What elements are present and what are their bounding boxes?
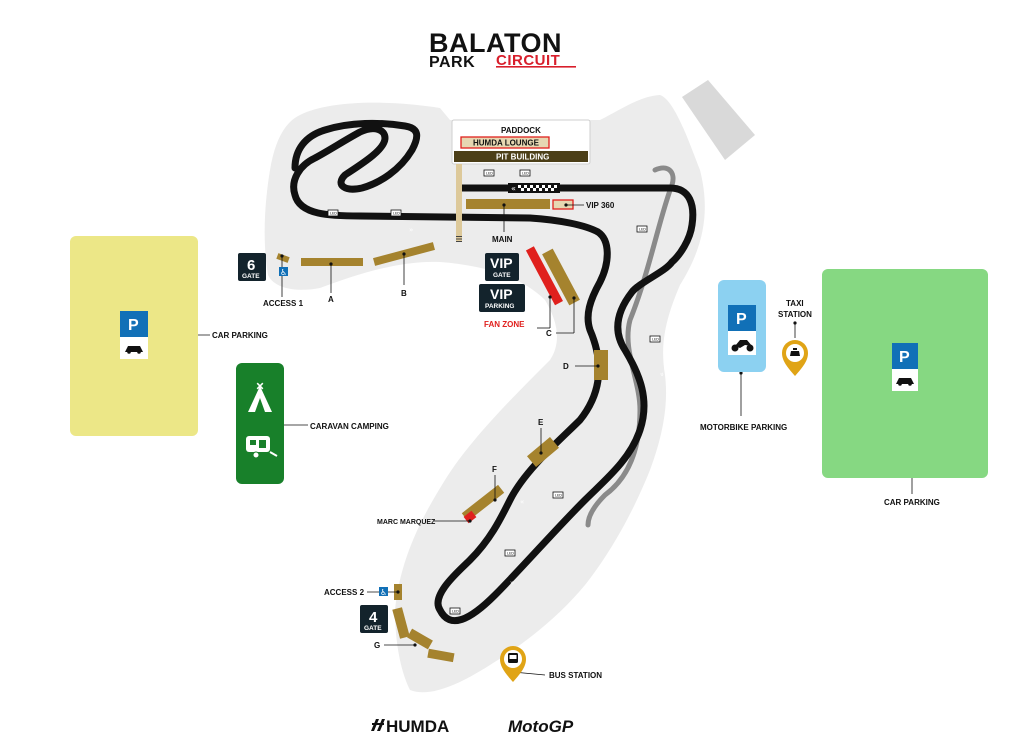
venue-area	[264, 95, 705, 693]
logo-line-1: BALATON	[429, 28, 562, 58]
led-screen: LED	[639, 228, 646, 232]
fan-zone-label: FAN ZONE	[484, 320, 525, 329]
car-parking-left-label: CAR PARKING	[212, 331, 268, 340]
svg-text:♿: ♿	[380, 588, 387, 597]
car-icon	[896, 378, 914, 386]
logo-line-2a: PARK	[429, 54, 475, 71]
stand-e-label: E	[538, 418, 544, 427]
grandstand-e[interactable]	[527, 436, 559, 468]
race-track	[290, 119, 697, 625]
led-screen: LED	[652, 338, 659, 342]
grandstand-g-2[interactable]	[407, 628, 433, 650]
caravan-camping-zone[interactable]	[236, 363, 284, 484]
car-parking-left-zone[interactable]: P	[70, 236, 198, 436]
stairs-icon	[456, 236, 462, 242]
marc-marquez-label: MARC MARQUEZ	[377, 519, 436, 526]
taxi-label-line2: STATION	[778, 310, 812, 319]
gate-6-badge[interactable]: 6 GATE	[238, 253, 266, 281]
balaton-park-logo: BALATON PARK CIRCUIT	[429, 28, 576, 71]
start-finish-line: «	[508, 183, 560, 193]
grandstand-g-1[interactable]	[392, 607, 410, 639]
grandstands	[276, 199, 608, 663]
vip-parking-big: VIP	[490, 286, 513, 302]
motorbike-parking-zone[interactable]: P	[718, 280, 766, 372]
access-2-label: ACCESS 2	[324, 588, 365, 597]
car-parking-right-label: CAR PARKING	[884, 498, 940, 507]
stand-c-label: C	[546, 329, 552, 338]
caravan-icon	[246, 436, 278, 459]
gate-4-number: 4	[369, 609, 378, 626]
vip-parking-badge[interactable]: VIP PARKING	[479, 284, 525, 312]
building-area	[682, 80, 755, 160]
wheelchair-icon: ♿	[279, 267, 288, 277]
humda-logo: HUMDA	[371, 717, 449, 736]
chevron-icon: «	[520, 498, 524, 506]
vip-gate-badge[interactable]: VIP GATE	[485, 253, 519, 281]
chevron-icon: «	[511, 184, 516, 193]
stand-a-label: A	[328, 295, 334, 304]
motorbike-icon	[731, 340, 754, 352]
motorbike-parking-label: MOTORBIKE PARKING	[700, 423, 787, 432]
motogp-logo-text: MotoGP	[508, 717, 574, 736]
vip-360-box[interactable]	[552, 199, 574, 210]
main-label: MAIN	[492, 235, 513, 244]
vip-gate-big: VIP	[490, 255, 513, 271]
chevron-icon: »	[409, 226, 413, 234]
access-1-stand[interactable]	[276, 253, 290, 263]
p-sign-motorbike: P	[736, 311, 747, 328]
wheelchair-icon: ♿	[379, 587, 388, 597]
humda-logo-text: HUMDA	[386, 717, 449, 736]
chevron-icon: »	[510, 579, 514, 587]
stand-b-label: B	[401, 289, 407, 298]
pit-building-label: PIT BUILDING	[496, 153, 549, 162]
gate-6-word: GATE	[242, 273, 260, 280]
grandstand-d[interactable]	[594, 350, 608, 380]
svg-text:♿: ♿	[280, 268, 287, 277]
led-screen: LED	[507, 552, 514, 556]
marc-marquez-stand[interactable]	[463, 510, 477, 524]
led-screen: LED	[452, 610, 459, 614]
p-sign-left: P	[128, 317, 139, 334]
humda-lounge-label: HUMDA LOUNGE	[473, 139, 540, 148]
caravan-camping-label: CARAVAN CAMPING	[310, 422, 389, 431]
tent-icon	[248, 382, 272, 412]
stand-d-label: D	[563, 362, 569, 371]
bus-station-label: BUS STATION	[549, 671, 602, 680]
gate-4-word: GATE	[364, 625, 382, 632]
gate-6-number: 6	[247, 257, 255, 274]
car-icon	[125, 346, 143, 354]
led-screen: LED	[393, 212, 400, 216]
led-screens: LED LED LED LED LED LED LED LED LED	[327, 169, 661, 615]
grandstand-c[interactable]	[542, 248, 580, 306]
vip-gate-small: GATE	[493, 272, 511, 279]
led-screen: LED	[555, 494, 562, 498]
grandstand-g-3[interactable]	[427, 648, 455, 663]
vip-parking-small: PARKING	[485, 303, 515, 310]
paddock-title: PADDOCK	[501, 126, 541, 135]
taxi-icon[interactable]	[782, 340, 808, 376]
logo-line-2b: CIRCUIT	[496, 52, 560, 69]
paddock-walkway	[456, 164, 462, 242]
led-screen: LED	[330, 212, 337, 216]
grandstand-main[interactable]	[466, 199, 550, 209]
car-parking-right-zone[interactable]: P	[822, 269, 988, 478]
paddock-box[interactable]: PADDOCK HUMDA LOUNGE PIT BUILDING	[451, 119, 591, 165]
bus-icon[interactable]	[500, 646, 526, 682]
grandstand-a[interactable]	[301, 258, 363, 266]
p-sign-right: P	[899, 349, 910, 366]
gate-4-badge[interactable]: 4 GATE	[360, 605, 388, 633]
chevron-icon: »	[658, 372, 667, 378]
taxi-label-line1: TAXI	[786, 299, 804, 308]
stand-g-label: G	[374, 641, 380, 650]
stand-f-label: F	[492, 465, 497, 474]
led-screen: LED	[486, 172, 493, 176]
motogp-logo: MotoGP	[508, 717, 574, 736]
led-screen: LED	[522, 172, 529, 176]
fan-zone-area[interactable]	[525, 246, 563, 306]
vip-360-label: VIP 360	[586, 201, 615, 210]
access-1-label: ACCESS 1	[263, 299, 304, 308]
callout-lines	[178, 204, 913, 676]
